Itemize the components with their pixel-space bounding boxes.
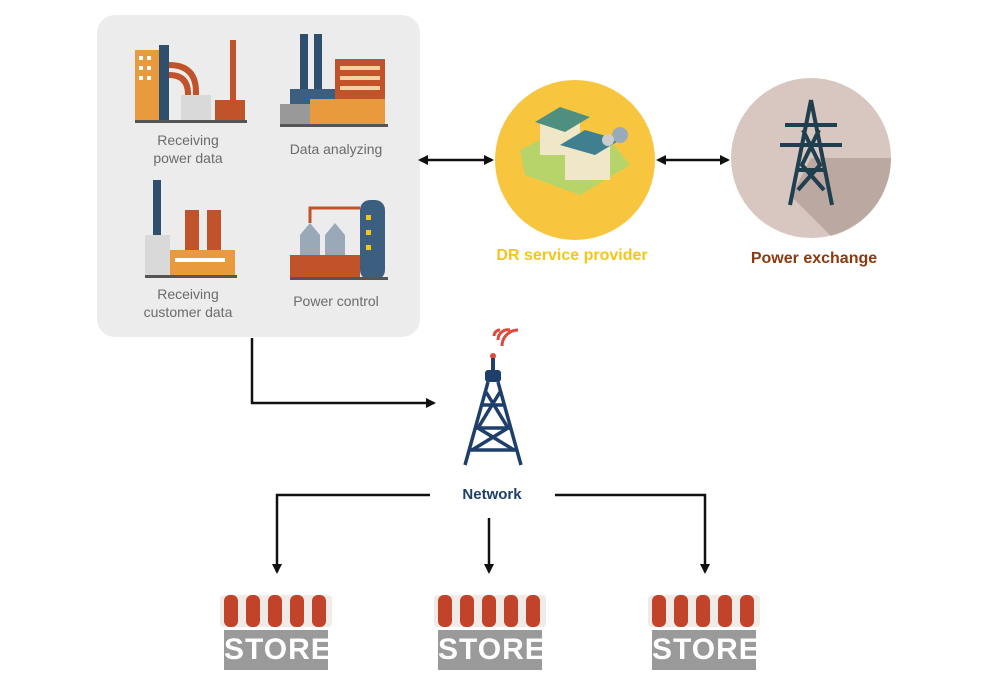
store-label: STORE [224, 633, 332, 666]
network-label: Network [462, 486, 522, 503]
dr-service-provider-label: DR service provider [496, 247, 648, 264]
factory-chimney-icon [280, 34, 388, 127]
receiving-customer-data-label: Receiving customer data [143, 286, 233, 320]
store-icon [648, 595, 760, 670]
store-label: STORE [652, 633, 760, 666]
power-plant-icon [290, 200, 388, 280]
facility-icon [495, 80, 655, 240]
transmission-tower-icon [731, 78, 892, 238]
factory-icon [135, 40, 247, 123]
data-analyzing-label: Data analyzing [289, 141, 383, 157]
cell-tower-icon [463, 328, 523, 466]
arrow-network-store-3 [555, 493, 710, 574]
arrow-panel-network [250, 338, 436, 408]
store-icon [220, 595, 332, 670]
store-icon [434, 595, 546, 670]
power-exchange-label: Power exchange [750, 250, 878, 267]
factory-icon [145, 180, 237, 278]
store-label: STORE [438, 633, 546, 666]
receiving-power-data-label: Receiving power data [153, 132, 223, 166]
arrow-network-store-1 [272, 493, 430, 574]
power-control-label: Power control [293, 293, 379, 309]
